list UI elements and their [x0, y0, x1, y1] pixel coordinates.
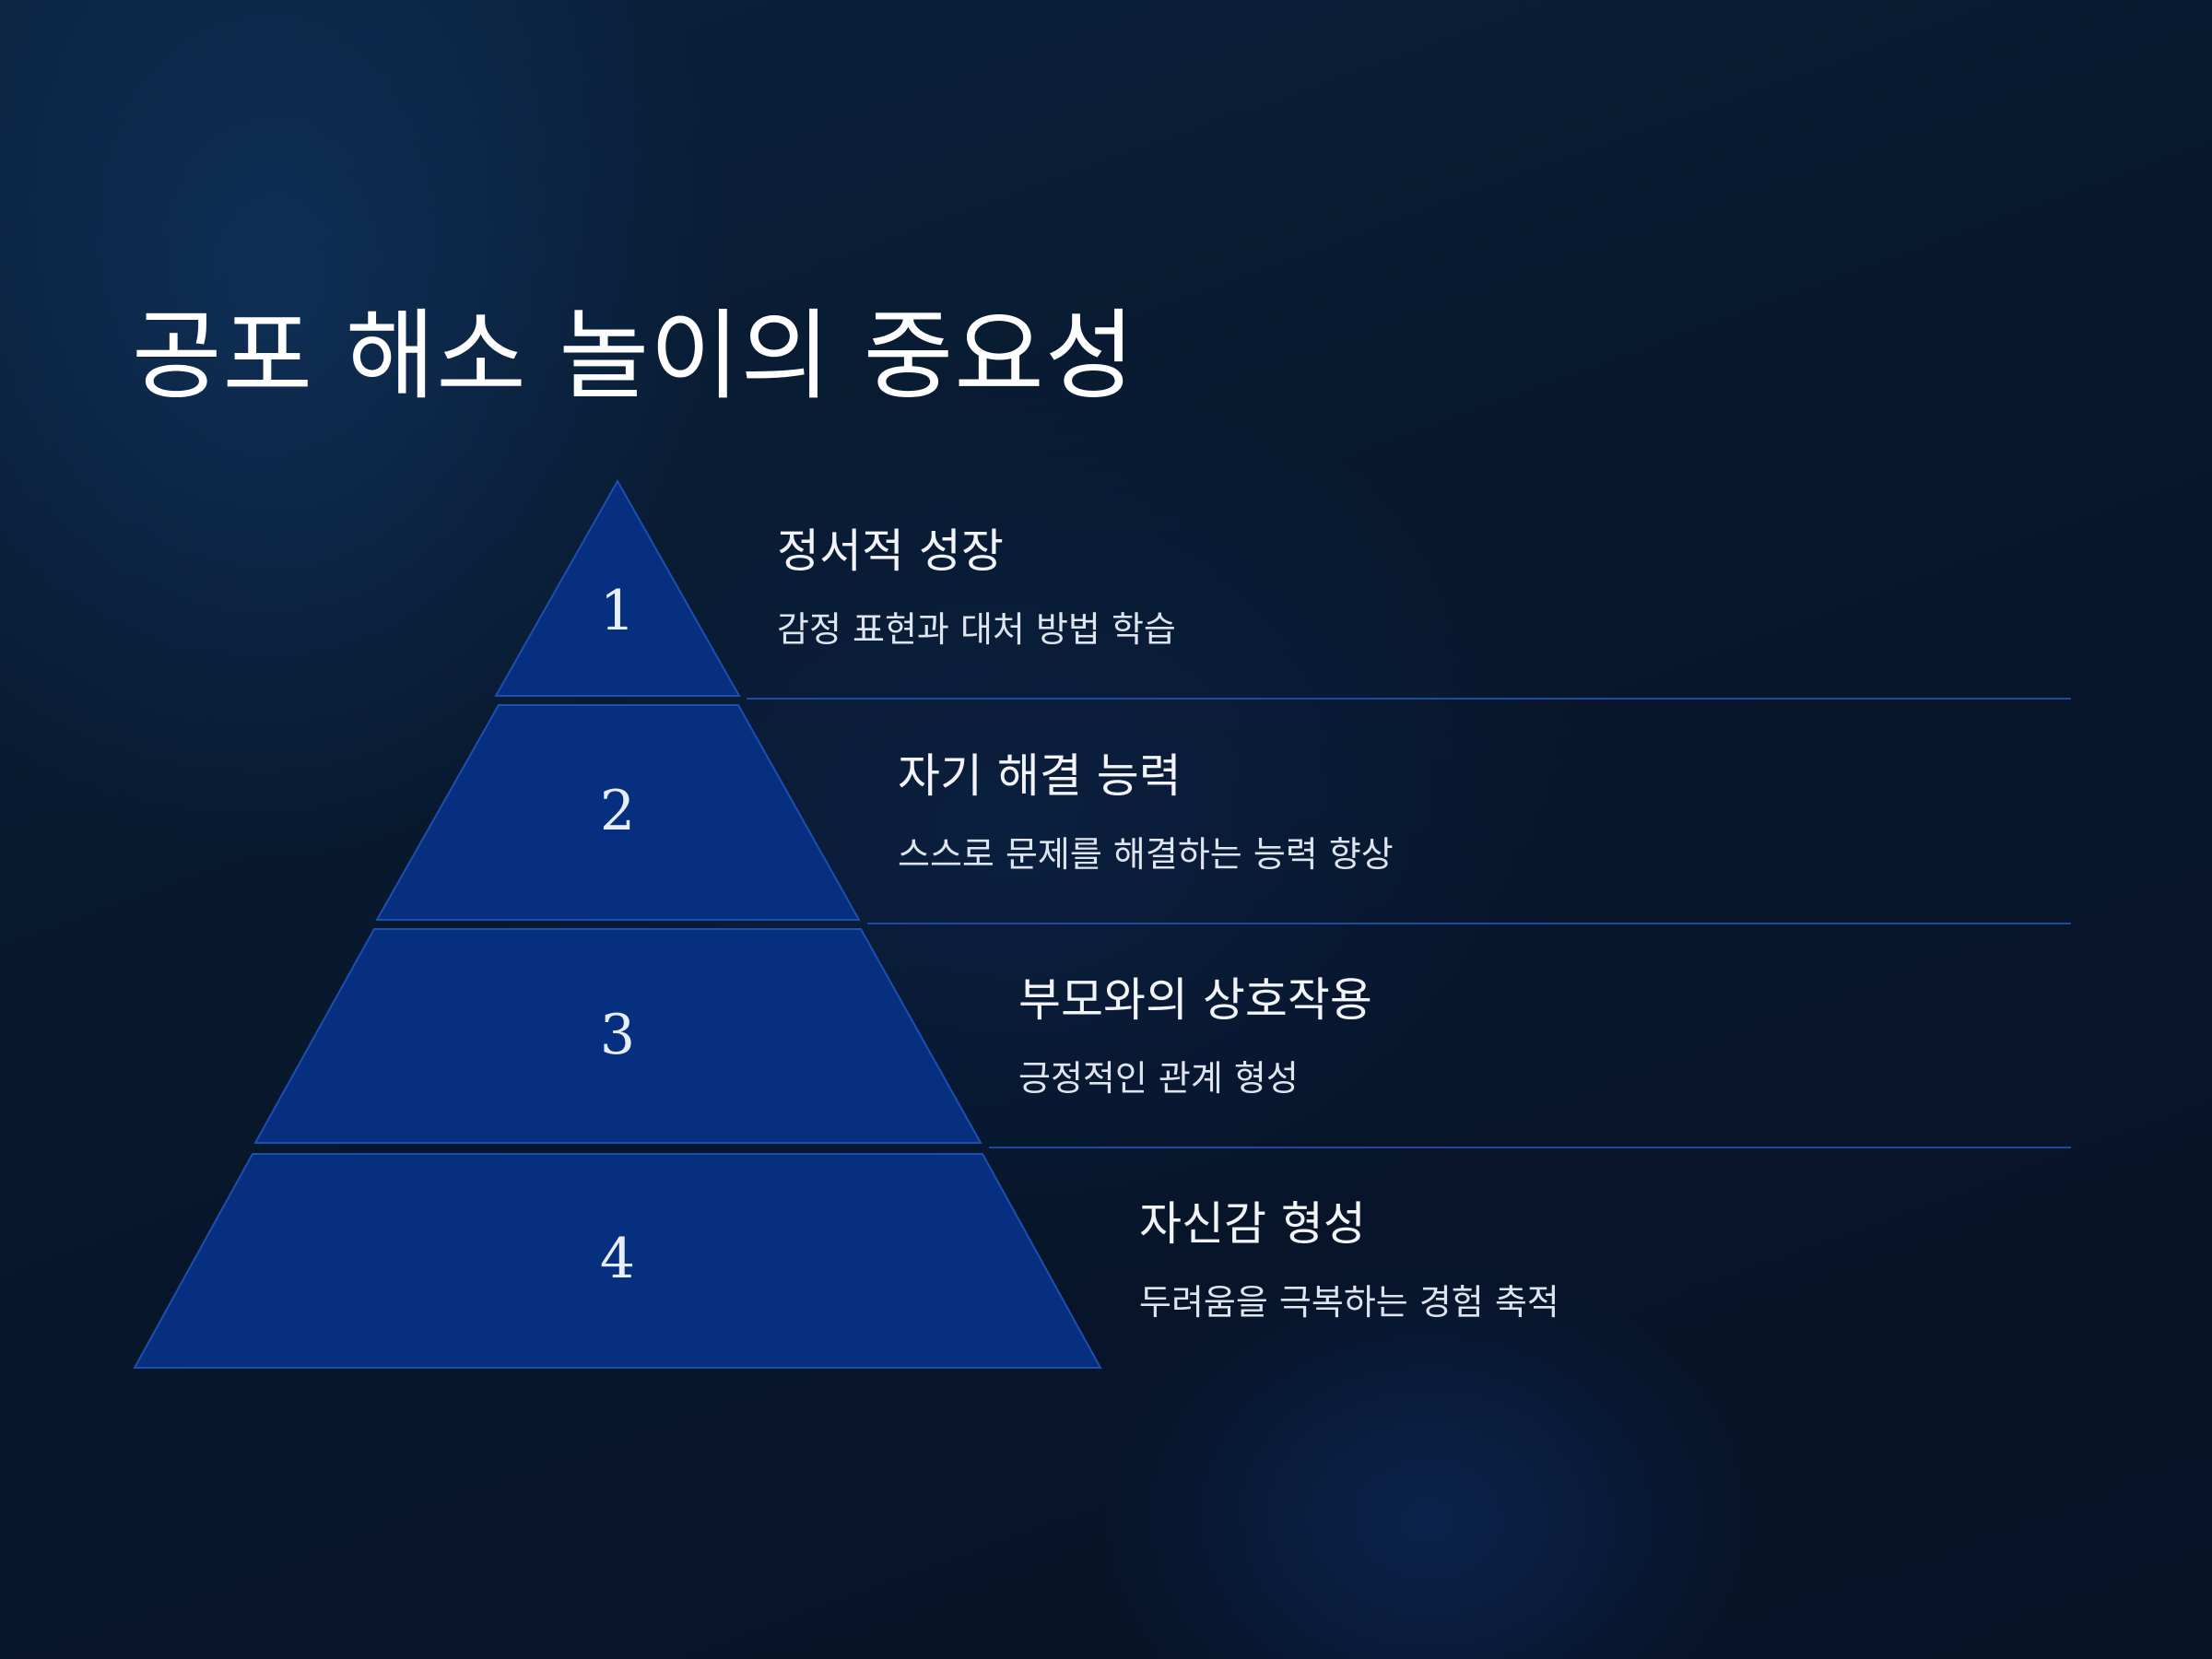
tier-4-title: 자신감 형성 — [1139, 1197, 1366, 1251]
pyramid-tier-3-number: 3 — [600, 1003, 635, 1067]
pyramid-tier-2-number: 2 — [600, 779, 635, 843]
pyramid-tier-4-shape — [133, 1153, 1102, 1369]
pyramid-tier-1-shape — [494, 478, 741, 697]
tier-4-description: 두려움을 극복하는 경험 축적 — [1139, 1282, 1559, 1323]
pyramid-tier-4-number: 4 — [600, 1227, 635, 1291]
pyramid-tier-2-shape — [375, 704, 861, 921]
pyramid-tier-3-shape — [253, 928, 982, 1144]
tier-1-title: 정서적 성장 — [777, 524, 1004, 578]
tier-3-description: 긍정적인 관계 형성 — [1018, 1058, 1299, 1099]
tier-1-description: 감정 표현과 대처 방법 학습 — [777, 609, 1176, 650]
slide-title: 공포 해소 놀이의 중요성 — [132, 300, 1136, 413]
tier-2-description: 스스로 문제를 해결하는 능력 향상 — [898, 834, 1394, 875]
tier-3-title: 부모와의 상호작용 — [1018, 973, 1372, 1027]
tier-2-title: 자기 해결 능력 — [898, 749, 1182, 803]
pyramid-tier-1-number: 1 — [600, 579, 635, 643]
